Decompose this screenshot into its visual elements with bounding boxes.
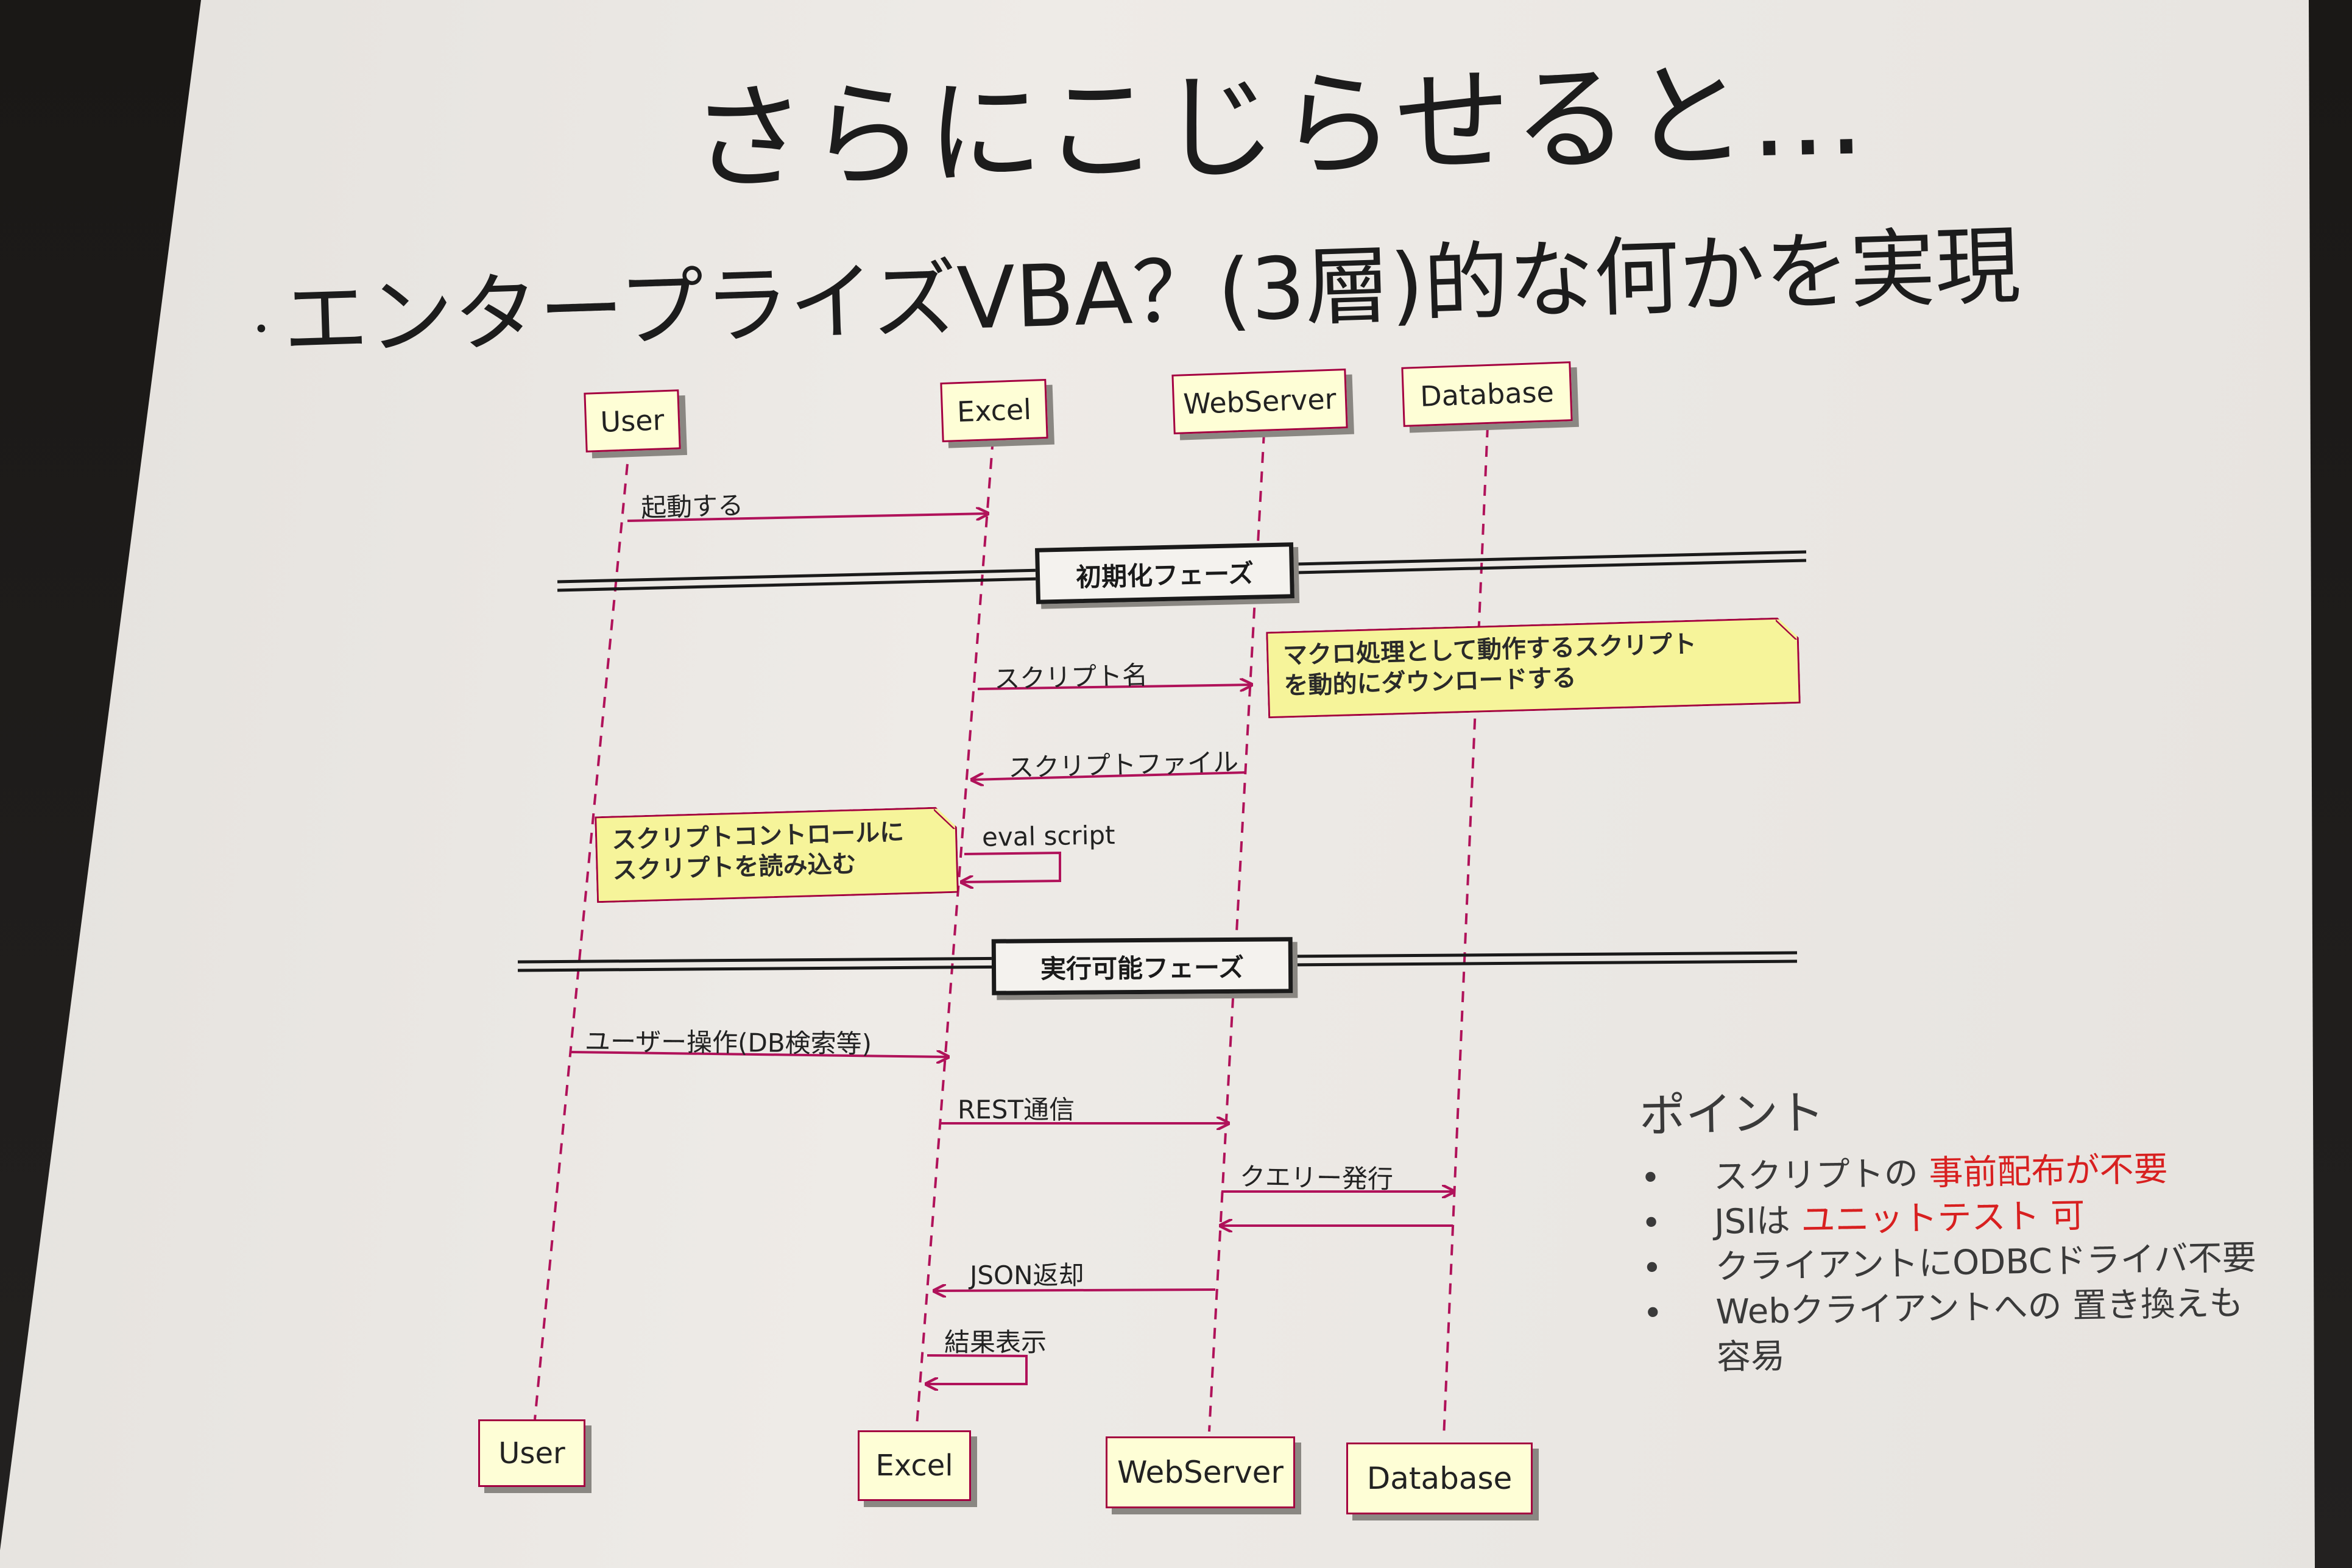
msg-label-json: JSON返却 <box>970 1260 1084 1290</box>
arrow-webserver-excel-script-file <box>972 771 1246 780</box>
point-text: スクリプトの <box>1713 1153 1930 1197</box>
point-text: Webクライアントへの 置き換えも <box>1715 1283 2244 1332</box>
divider-initial-phase: 初期化フェーズ <box>1035 542 1294 604</box>
participant-excel-bottom: Excel <box>858 1430 971 1501</box>
arrow-user-excel-launch <box>627 514 988 522</box>
points-panel: ポイント スクリプトの 事前配布が不要 JSIは ユニットテスト 可 クライアン… <box>1639 1067 2258 1382</box>
lifeline-excel <box>916 438 994 1426</box>
points-heading: ポイント <box>1639 1085 1825 1143</box>
arrow-user-excel-operation <box>569 1052 948 1057</box>
msg-label-query: クエリー発行 <box>1239 1161 1394 1195</box>
point-highlight: 事前配布が不要 <box>1929 1149 2169 1193</box>
arrow-excel-webserver-script-name <box>977 685 1252 689</box>
participant-user-top: User <box>584 389 681 453</box>
note-download-script: マクロ処理として動作するスクリプト を動的にダウンロードする <box>1266 617 1801 718</box>
point-text: クライアントにODBCドライバ不要 <box>1714 1238 2257 1287</box>
lifeline-user <box>534 444 630 1420</box>
msg-label-launch: 起動する <box>640 490 744 523</box>
participant-excel-top: Excel <box>940 378 1048 443</box>
note-load-script: スクリプトコントロールに スクリプトを読み込む <box>595 807 959 903</box>
participant-webserver-bottom: WebServer <box>1106 1436 1295 1508</box>
msg-label-script-name: スクリプト名 <box>994 660 1148 694</box>
point-text: JSIは <box>1714 1201 1802 1242</box>
participant-database-bottom: Database <box>1346 1443 1533 1514</box>
msg-label-rest: REST通信 <box>958 1095 1075 1125</box>
divider-exec-phase: 実行可能フェーズ <box>991 937 1293 995</box>
arrow-webserver-excel-json <box>934 1290 1216 1291</box>
point-highlight: ユニットテスト 可 <box>1800 1196 2085 1241</box>
msg-label-user-operation: ユーザー操作(DB検索等) <box>584 1026 872 1059</box>
points-list: スクリプトの 事前配布が不要 JSIは ユニットテスト 可 クライアントにODB… <box>1640 1145 2258 1382</box>
arrow-excel-self-eval <box>961 851 1061 882</box>
lifeline-database <box>1443 426 1489 1438</box>
msg-label-script-file: スクリプトファイル <box>1008 747 1239 783</box>
point-text-continued: 容易 <box>1716 1336 1785 1377</box>
participant-webserver-top: WebServer <box>1171 369 1348 434</box>
participant-user-bottom: User <box>478 1419 585 1487</box>
arrow-excel-self-result <box>926 1354 1028 1384</box>
msg-label-eval: eval script <box>981 820 1115 852</box>
arrows <box>569 514 1454 1384</box>
msg-label-result: 結果表示 <box>944 1327 1047 1357</box>
participant-database-top: Database <box>1401 361 1573 427</box>
